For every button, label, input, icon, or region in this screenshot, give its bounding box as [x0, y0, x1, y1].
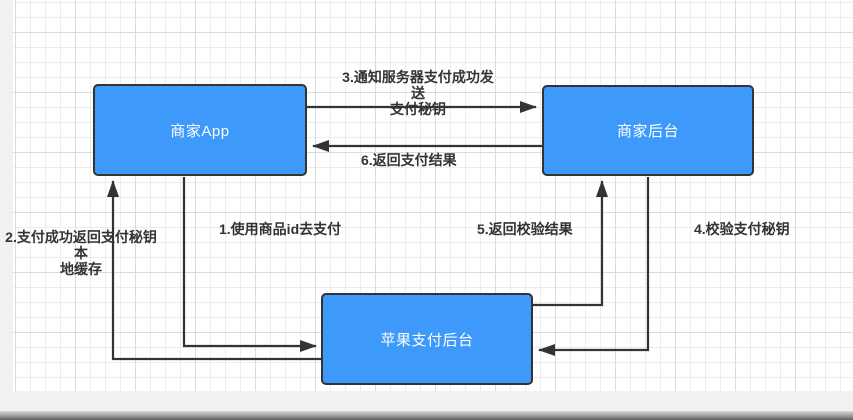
edge-label-1: 1.使用商品id去支付: [219, 221, 342, 237]
edge-5[interactable]: [533, 180, 608, 307]
node-label: 苹果支付后台: [380, 331, 474, 349]
node-merchant-backend[interactable]: 商家后台: [542, 85, 754, 176]
node-label: 商家后台: [616, 123, 679, 140]
edge-label-4: 4.校验支付秘钥: [694, 221, 790, 237]
edge-label-2: 2.支付成功返回支付秘钥本 地缓存: [5, 229, 157, 277]
edge-1[interactable]: [182, 177, 317, 352]
diagram-canvas[interactable]: [13, 0, 853, 391]
window-bottom-edge: [0, 411, 853, 420]
canvas-left-gutter: [0, 0, 13, 391]
edge-label-6: 6.返回支付结果: [361, 152, 457, 168]
edge-4[interactable]: [538, 177, 650, 356]
node-apple-pay-backend[interactable]: 苹果支付后台: [321, 293, 533, 385]
edge-2[interactable]: [107, 180, 321, 361]
node-merchant-app[interactable]: 商家App: [93, 84, 307, 176]
canvas-bottom-gutter: [0, 391, 853, 411]
edge-label-3: 3.通知服务器支付成功发送 支付秘钥: [342, 69, 494, 117]
node-label: 商家App: [170, 122, 230, 140]
edge-label-5: 5.返回校验结果: [477, 221, 573, 237]
